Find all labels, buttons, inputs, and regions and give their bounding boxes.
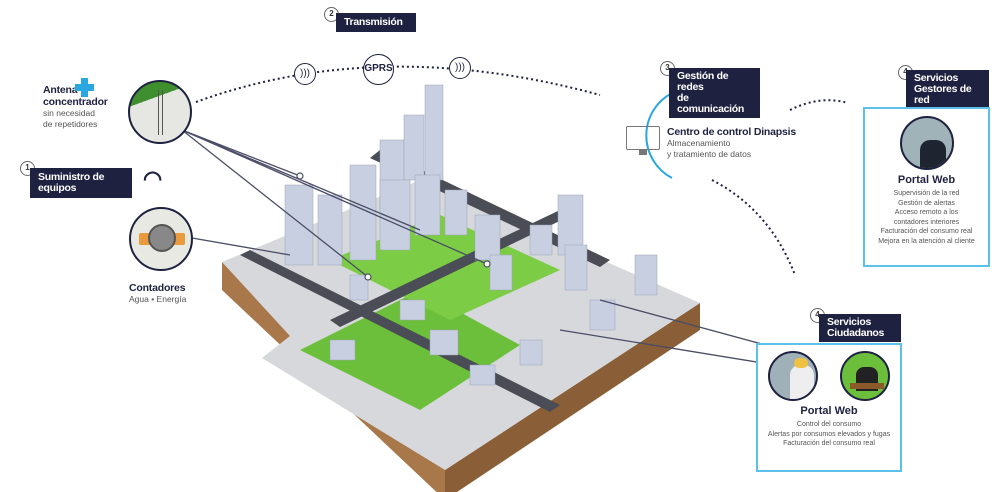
control-center-sub: y tratamiento de datos xyxy=(667,149,752,159)
control-center-title: Centro de control Dinapsis xyxy=(667,126,796,138)
feature-item: Supervisión de la red xyxy=(893,190,960,197)
meters-sub: Agua • Energía xyxy=(129,294,187,304)
antenna-sub: de repetidores xyxy=(43,119,98,129)
step-label-gestion: Gestión de redes de comunicación xyxy=(669,68,760,118)
buildings xyxy=(284,84,658,386)
antenna-sub: sin necesidad xyxy=(43,108,95,118)
step-label-gestores: Servicios Gestores de red xyxy=(906,70,989,109)
antenna-title: Antena xyxy=(43,84,78,96)
water-meter-image xyxy=(129,207,193,271)
feature-item: Control del consumo xyxy=(796,421,862,428)
feature-item: Acceso remoto a los xyxy=(894,209,959,216)
label-line: Ciudadanos xyxy=(827,327,885,339)
label-line: Gestión de redes xyxy=(677,70,729,93)
meters-caption: Contadores Agua • Energía xyxy=(129,282,186,305)
gprs-badge: GPRS xyxy=(363,54,394,85)
managers-portal-box: Portal Web Supervisión de la red Gestión… xyxy=(863,107,990,267)
feature-item: Facturación del consumo real xyxy=(783,440,875,447)
control-center-arc xyxy=(645,92,673,179)
plus-icon xyxy=(75,78,94,97)
citizen-desktop-avatar xyxy=(768,351,818,401)
step-label-suministro: Suministro de equipos xyxy=(30,168,132,198)
feature-item: Alertas por consumos elevados y fugas xyxy=(767,430,891,438)
citizen-mobile-avatar xyxy=(840,351,890,401)
citizens-portal-box: Portal Web Control del consumo Alertas p… xyxy=(756,343,902,472)
control-center-caption: Centro de control Dinapsis Almacenamient… xyxy=(667,126,796,160)
connection-nodes xyxy=(296,172,491,281)
portal-web-title: Portal Web xyxy=(897,174,956,186)
label-line: Servicios xyxy=(827,316,871,328)
feature-item: Mejora en la atención al cliente xyxy=(878,237,975,245)
control-center-sub: Almacenamiento xyxy=(667,138,731,148)
road xyxy=(330,210,570,327)
step-label-transmision: Transmisión xyxy=(336,13,416,32)
transmission-arcs xyxy=(195,65,849,276)
antenna-caption: Antena concentrador sin necesidad de rep… xyxy=(43,84,108,130)
label-line: Gestores de red xyxy=(914,83,972,106)
label-line: Servicios xyxy=(914,72,958,84)
wifi-icon: ◠ xyxy=(143,166,163,191)
label-line: de comunicación xyxy=(677,92,744,115)
antenna-title: concentrador xyxy=(43,96,108,108)
step-number: 2 xyxy=(324,7,339,22)
feature-item: contadores interiores xyxy=(893,218,960,226)
manager-avatar xyxy=(899,116,954,170)
step-label-ciudadanos: Servicios Ciudadanos xyxy=(819,314,901,342)
portal-web-title: Portal Web xyxy=(800,405,858,417)
signal-icon: ))) xyxy=(294,63,316,85)
meters-title: Contadores xyxy=(129,282,186,294)
feature-item: Facturación del consumo real xyxy=(880,228,973,235)
signal-icon: ))) xyxy=(449,57,471,79)
feature-item: Gestión de alertas xyxy=(898,199,955,207)
grass-area xyxy=(300,290,520,410)
antenna-concentrator-image xyxy=(128,80,192,144)
monitor-icon xyxy=(626,126,660,155)
platform-side-right xyxy=(445,303,700,492)
